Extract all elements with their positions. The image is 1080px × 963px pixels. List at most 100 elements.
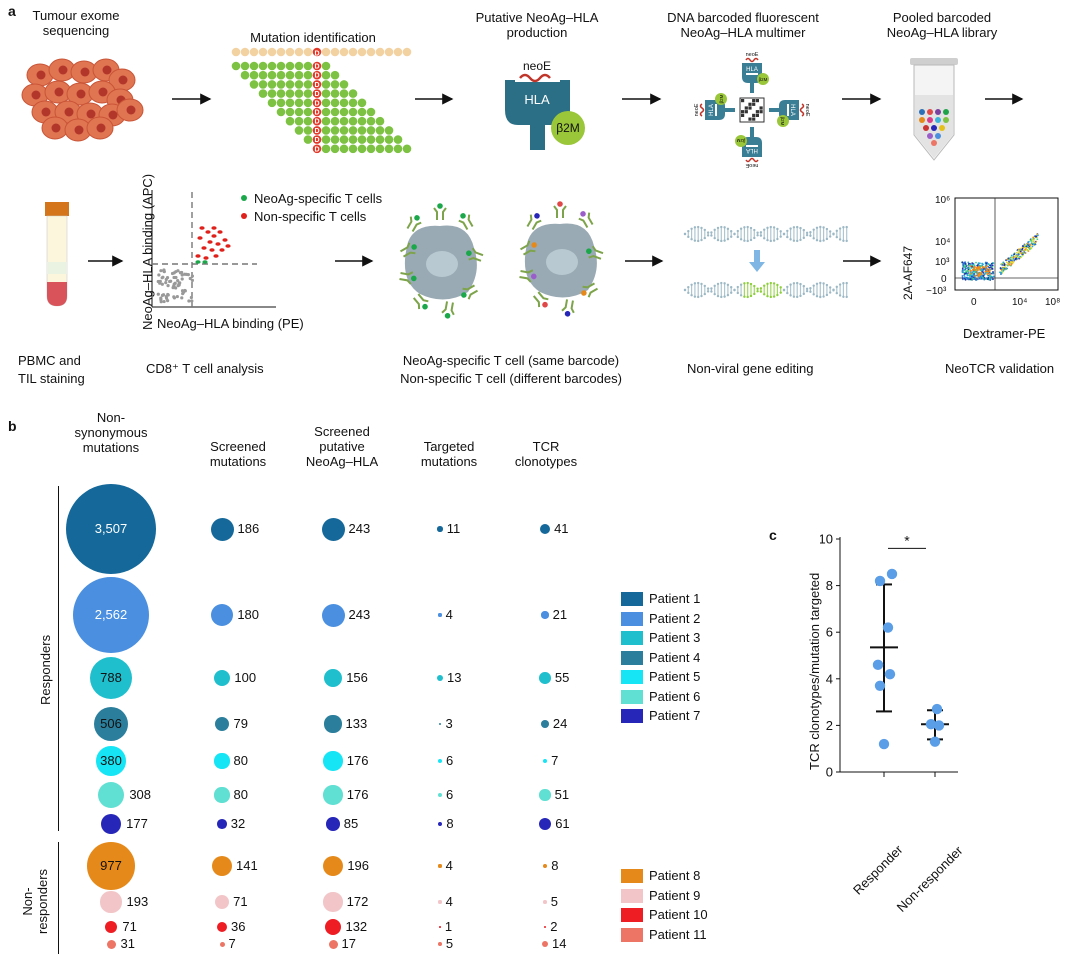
bubble-p8-c4 (438, 864, 442, 868)
bubble-p11-c4 (438, 942, 442, 946)
bubble-p3-c1 (89, 656, 133, 700)
data-point (882, 622, 894, 633)
bubble-label-p4-c3: 133 (345, 716, 368, 731)
bubble-label-p4-c5: 24 (552, 716, 568, 731)
bubble-label-p10-c5: 2 (550, 919, 558, 934)
val-xtick-0: 0 (971, 297, 977, 308)
bubble-label-p2-c4: 4 (445, 607, 453, 622)
legend-patient-3: Patient 3 (621, 630, 731, 646)
t-cells-icon (399, 201, 604, 319)
legend-label: Patient 6 (649, 688, 701, 704)
bubble-p1-c1 (66, 484, 156, 574)
legend-label: Patient 7 (649, 708, 701, 723)
bubble-label-p4-c2: 79 (233, 716, 248, 731)
bubble-label-p8-c5: 8 (551, 858, 559, 873)
significance-star: * (904, 532, 910, 548)
legend-label: Patient 3 (649, 630, 701, 645)
header-nonsynonymous: Non- synonymous mutations (74, 410, 148, 455)
legend-patient-5: Patient 5 (621, 669, 731, 685)
bubble-label-p7-c4: 8 (446, 816, 454, 831)
bubble-label-p10-c1: 71 (122, 919, 137, 934)
bubble-label-p11-c5: 14 (551, 936, 567, 951)
bubble-label-p10-c4: 1 (444, 919, 453, 934)
step-caption-multimer: DNA barcoded fluorescent NeoAg–HLA multi… (667, 10, 819, 40)
svg-text:β2M: β2M (719, 94, 724, 103)
val-ytick-1e6: 10⁶ (935, 195, 951, 206)
legend-swatch (621, 650, 643, 665)
bubble-p7-c4 (437, 821, 443, 827)
svg-text:HLA: HLA (746, 67, 758, 73)
bubble-label-p6-c1: 308 (129, 787, 152, 802)
val-ytick-neg: −10³ (926, 286, 947, 297)
bubble-p2-c1 (72, 576, 150, 654)
legend-specific: NeoAg-specific T cells (254, 191, 383, 206)
bubble-label-p5-c3: 176 (346, 753, 369, 768)
val-xtick-1e8: 10⁸ (1045, 297, 1061, 308)
step-caption-cd8: CD8⁺ T cell analysis (146, 361, 264, 376)
validation-plot (954, 197, 1059, 291)
step-caption-tcells: NeoAg-specific T cell (same barcode) Non… (400, 353, 622, 386)
bubble-p7-c1 (100, 813, 122, 835)
bubble-p6-c2 (214, 787, 230, 803)
svg-text:HLA: HLA (709, 104, 715, 116)
legend-swatch (621, 670, 643, 684)
svg-text:D: D (314, 73, 319, 80)
data-point (874, 575, 886, 587)
svg-text:D: D (314, 100, 319, 107)
svg-text:neoE: neoE (694, 103, 700, 116)
val-ytick-1e4: 10⁴ (935, 237, 951, 248)
legend-label: Patient 4 (649, 649, 701, 665)
data-point (931, 703, 943, 715)
bubble-p9-c3 (323, 892, 343, 912)
responders-bracket (58, 486, 59, 831)
step-caption-pbmc: PBMC and TIL staining (18, 353, 85, 386)
bubble-p9-c1 (100, 891, 122, 913)
bubble-p5-c1 (96, 746, 126, 776)
bubble-p8-c2 (211, 855, 232, 876)
bubble-p8-c5 (542, 863, 548, 869)
flow-xlabel: NeoAg–HLA binding (PE) (157, 316, 304, 331)
svg-text:HLA: HLA (746, 147, 758, 153)
ytick-8: 8 (826, 578, 833, 593)
step-caption-library: Pooled barcoded NeoAg–HLA library (886, 10, 998, 40)
bubble-p1-c2 (210, 517, 234, 541)
bubble-label-p6-c4: 6 (446, 787, 454, 802)
legend-swatch (621, 689, 643, 704)
bubble-p5-c4 (437, 758, 443, 764)
bubble-p1-c3 (321, 517, 345, 541)
legend-swatch (621, 709, 643, 723)
bubble-p1-c4 (437, 526, 443, 532)
svg-text:D: D (314, 128, 319, 135)
bubble-label-p9-c3: 172 (346, 894, 369, 909)
legend-swatch (621, 592, 643, 606)
bubble-p3-c4 (437, 675, 443, 681)
legend-patient-7: Patient 7 (621, 708, 731, 724)
bubble-p2-c3 (321, 603, 345, 627)
bubble-p1-c5 (539, 523, 551, 535)
data-point (884, 668, 896, 680)
step-caption-neoag-production: Putative NeoAg–HLA production (475, 10, 599, 40)
bubble-p9-c2 (214, 894, 230, 910)
bubble-p2-c5 (541, 611, 549, 619)
header-tcr: TCR clonotypes (514, 439, 578, 469)
bubble-p8-c3 (322, 855, 344, 877)
svg-text:D: D (314, 119, 319, 126)
bubble-label-p3-c2: 100 (234, 670, 257, 685)
bubble-label-p9-c1: 193 (126, 894, 149, 909)
data-point (874, 680, 886, 691)
bubble-p11-c5 (542, 941, 548, 947)
bubble-label-p8-c2: 141 (236, 858, 258, 873)
bubble-p6-c3 (323, 785, 343, 805)
legend-swatch (621, 927, 643, 942)
bubble-label-p8-c3: 196 (347, 858, 370, 873)
data-point (933, 720, 945, 731)
bubble-label-p5-c1: 380 (100, 753, 122, 768)
bubble-label-p10-c3: 132 (345, 919, 368, 934)
neoag-hla-icon (505, 73, 585, 150)
svg-text:D: D (314, 64, 319, 71)
bubble-label-p6-c3: 176 (346, 787, 369, 802)
blood-tube-icon (45, 202, 69, 307)
bubble-label-p2-c1: 2,562 (94, 607, 128, 622)
